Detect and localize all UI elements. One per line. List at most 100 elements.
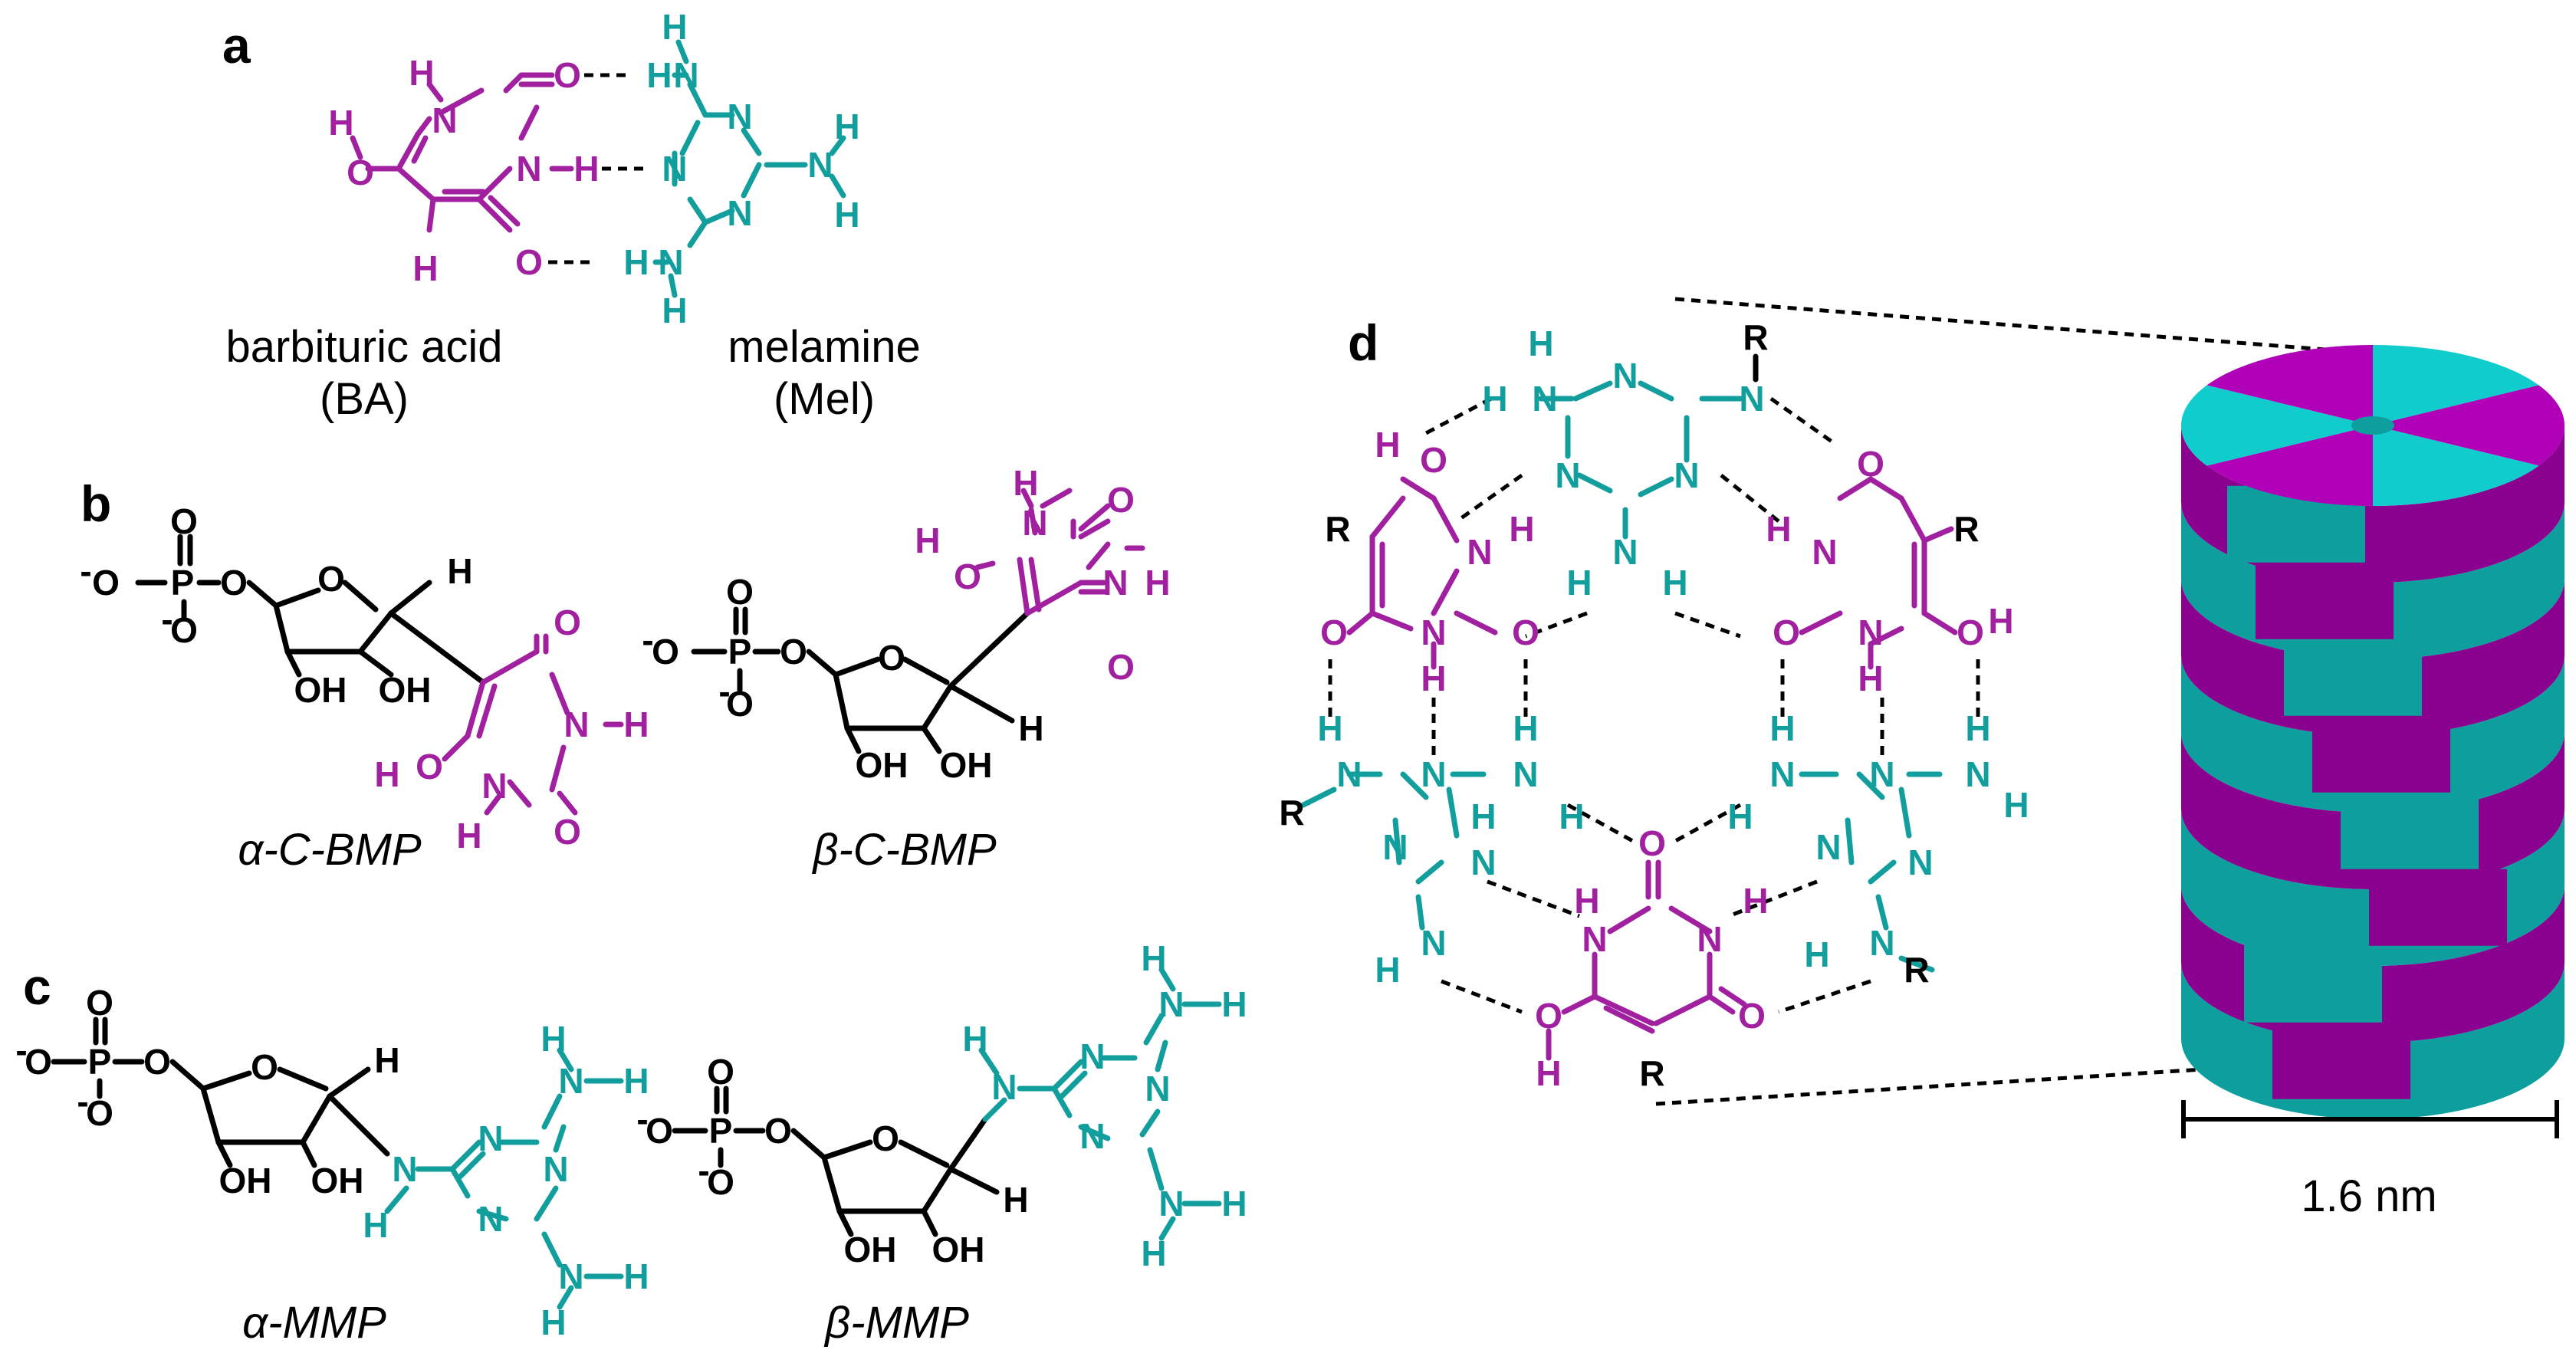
label-melamine-abbr: (Mel) [774, 374, 875, 424]
atom-h: H [456, 816, 481, 856]
beta-mmp-base-atoms: H N N N N N H H N H H [962, 938, 1247, 1273]
atom-h: H [1482, 379, 1507, 419]
atom-h: H [1536, 1053, 1561, 1093]
atom-h: H [1727, 796, 1753, 836]
atom-h: H [1769, 708, 1795, 748]
atom-n: N [1467, 532, 1492, 572]
atom-h: H [1221, 1184, 1247, 1223]
label-beta-c-bmp: β-C-BMP [811, 825, 997, 875]
atom-n: N [1079, 1116, 1105, 1156]
atom-h: H [1574, 881, 1599, 921]
zoom-line-top [1674, 297, 2366, 355]
atom-n: N [1513, 754, 1538, 794]
atom-oh: OH [856, 745, 909, 785]
atom-h: H [1421, 659, 1446, 698]
atom-o: O [707, 1162, 734, 1202]
label-alpha-mmp: α-MMP [242, 1298, 386, 1348]
atom-o: O [652, 632, 679, 672]
atom-n: N [1582, 919, 1607, 959]
panel-a: a H N O [222, 7, 921, 424]
atom-r: R [1279, 793, 1304, 833]
stack-top-wedge [2206, 425, 2373, 506]
rosette-barbiturate-right-atoms: O H N O N O H H [1766, 444, 2013, 698]
atom-o: O [220, 563, 248, 603]
charge-minus: - [698, 1151, 709, 1191]
scale-bar [2181, 1100, 2559, 1138]
atom-p: P [709, 1111, 733, 1151]
atom-h: H [1766, 509, 1791, 549]
charge-minus: - [15, 1030, 27, 1070]
atom-h: H [646, 55, 672, 95]
zoom-line-bottom [1655, 1056, 2385, 1106]
atom-h: H [834, 195, 859, 235]
atom-o: O [143, 1042, 171, 1082]
rosette-melamine-left [1300, 771, 1487, 931]
scale-bar-label: 1.6 nm [2301, 1171, 2436, 1221]
atom-n: N [662, 149, 687, 189]
atom-h: H [962, 1019, 987, 1059]
atom-h: H [1470, 796, 1496, 836]
atom-n: N [1612, 356, 1638, 396]
atom-r: R [1904, 950, 1929, 990]
atom-o: O [1535, 996, 1562, 1036]
beta-mmp-base [978, 967, 1222, 1241]
atom-n: N [432, 100, 457, 140]
label-alpha-c-bmp: α-C-BMP [238, 825, 422, 875]
beta-mmp-backbone-atoms: O O - P O O - O H OH OH [636, 1052, 1028, 1269]
panel-letter-d: d [1348, 314, 1378, 371]
atom-n: N [1158, 1184, 1184, 1223]
atom-n: N [1145, 1069, 1170, 1108]
atom-o: O [1957, 613, 1984, 652]
atom-n: N [1674, 455, 1699, 495]
atom-n: N [1858, 613, 1883, 652]
rosette-melamine-top-atoms: H H N N N N N N H H [1482, 324, 1764, 603]
atom-h: H [1145, 563, 1170, 603]
atom-h: H [1013, 463, 1038, 503]
atom-n: N [1336, 754, 1362, 794]
beta-c-bmp-base [974, 488, 1145, 616]
atom-o: O [86, 1093, 113, 1133]
rosette-barbiturate-right [1799, 476, 1958, 670]
atom-h: H [1804, 934, 1829, 974]
rosette-stack-cylinder [2180, 345, 2564, 1119]
atom-p: P [171, 563, 195, 603]
beta-c-bmp-backbone-atoms: O O - P O O - O H OH OH [642, 572, 1043, 785]
alpha-c-bmp-backbone [135, 534, 486, 685]
atom-o: O [92, 563, 120, 603]
atom-n: N [727, 97, 752, 136]
atom-n: N [727, 193, 752, 233]
atom-o: O [1320, 613, 1348, 652]
atom-o: O [1107, 480, 1135, 520]
atom-h: H [1559, 796, 1584, 836]
atom-n: N [1421, 923, 1446, 963]
atom-n: N [1812, 532, 1837, 572]
atom-h: H [1858, 659, 1883, 698]
stack-layer-band [2227, 485, 2365, 563]
atom-n: N [1907, 842, 1933, 882]
label-barbituric-acid: barbituric acid [225, 322, 502, 372]
atom-n: N [558, 1061, 583, 1101]
rosette-barbiturate-left-atoms: H O N H O N O H [1320, 425, 1539, 698]
atom-o: O [25, 1042, 52, 1082]
atom-o: O [554, 603, 581, 642]
atom-o: O [726, 684, 754, 724]
atom-n: N [1555, 455, 1580, 495]
beta-c-bmp-base-atoms: H N O N H O O H [915, 463, 1170, 687]
atom-n: N [543, 1149, 568, 1189]
panel-letter-c: c [23, 958, 51, 1015]
alpha-mmp-base-atoms: N H N N N N H H N H H [363, 1019, 649, 1342]
atom-o: O [515, 242, 543, 282]
atom-h: H [1141, 1233, 1166, 1273]
atom-o: O [707, 1052, 734, 1092]
stack-layer-band [2369, 869, 2507, 946]
atom-h: H [1566, 563, 1592, 603]
atom-n: N [1382, 827, 1408, 867]
melamine-atoms: H N H N N N N H H H N H [623, 7, 859, 330]
atom-h: H [1375, 950, 1400, 990]
atom-o: O [878, 638, 905, 678]
atom-oh: OH [311, 1161, 364, 1200]
beta-c-bmp-backbone [691, 606, 1030, 754]
atom-n: N [1532, 379, 1557, 419]
atom-h: H [374, 754, 399, 794]
atom-o: O [86, 983, 113, 1023]
